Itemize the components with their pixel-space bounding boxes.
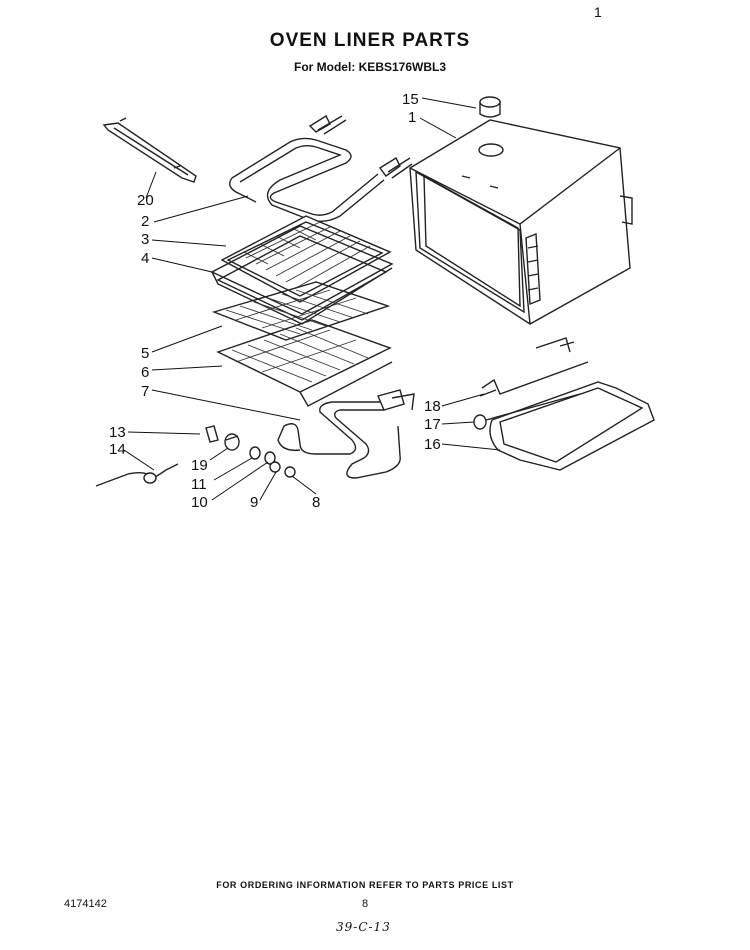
page-number: 8 xyxy=(362,898,369,910)
part-8-nut xyxy=(284,466,296,478)
callout-9: 9 xyxy=(250,494,258,511)
part-14-wire xyxy=(95,463,179,487)
model-subtitle: For Model: KEBS176WBL3 xyxy=(293,60,446,74)
part-10-grommet xyxy=(264,451,276,465)
part-2-broil-element xyxy=(229,114,413,223)
callout-19: 19 xyxy=(191,457,208,474)
callout-8: 8 xyxy=(312,494,320,511)
part-6-oven-rack xyxy=(216,319,393,407)
part-1-oven-liner xyxy=(409,119,633,325)
callout-4: 4 xyxy=(141,250,149,267)
page-title: OVEN LINER PARTS xyxy=(269,30,471,51)
callout-6: 6 xyxy=(141,364,149,381)
callout-15: 15 xyxy=(402,91,419,108)
part-15-capsule xyxy=(479,96,501,118)
callout-20: 20 xyxy=(137,192,154,209)
part-19-lamp-cover xyxy=(224,433,240,451)
callout-10: 10 xyxy=(191,494,208,511)
part-9-nut xyxy=(269,461,281,473)
part-18-sensor xyxy=(479,337,589,397)
part-7-bake-element xyxy=(277,389,415,479)
part-5-oven-rack xyxy=(211,281,391,341)
callout-2: 2 xyxy=(141,213,149,230)
part-20-bracket xyxy=(102,117,197,183)
document-number: 4174142 xyxy=(64,898,107,910)
part-16-gasket xyxy=(489,381,655,471)
leader-lines xyxy=(123,97,501,501)
callout-17: 17 xyxy=(424,416,441,433)
ordering-note: FOR ORDERING INFORMATION REFER TO PARTS … xyxy=(216,880,514,890)
part-11-socket xyxy=(249,446,261,460)
part-13-clip xyxy=(205,425,219,443)
handwritten-note: 39-C-13 xyxy=(336,920,391,934)
callout-11: 11 xyxy=(191,476,207,493)
callout-18: 18 xyxy=(424,398,441,415)
callout-3: 3 xyxy=(141,231,149,248)
callout-labels: 15 1 20 2 3 4 5 6 7 13 14 19 11 10 9 8 1… xyxy=(109,91,441,511)
callout-13: 13 xyxy=(109,424,126,441)
part-3-broil-pan-grid xyxy=(220,215,392,303)
callout-16: 16 xyxy=(424,436,441,453)
callout-7: 7 xyxy=(141,383,149,400)
callout-14: 14 xyxy=(109,441,126,458)
corner-mark: 1 xyxy=(594,4,602,20)
callout-5: 5 xyxy=(141,345,149,362)
callout-1: 1 xyxy=(408,109,416,126)
